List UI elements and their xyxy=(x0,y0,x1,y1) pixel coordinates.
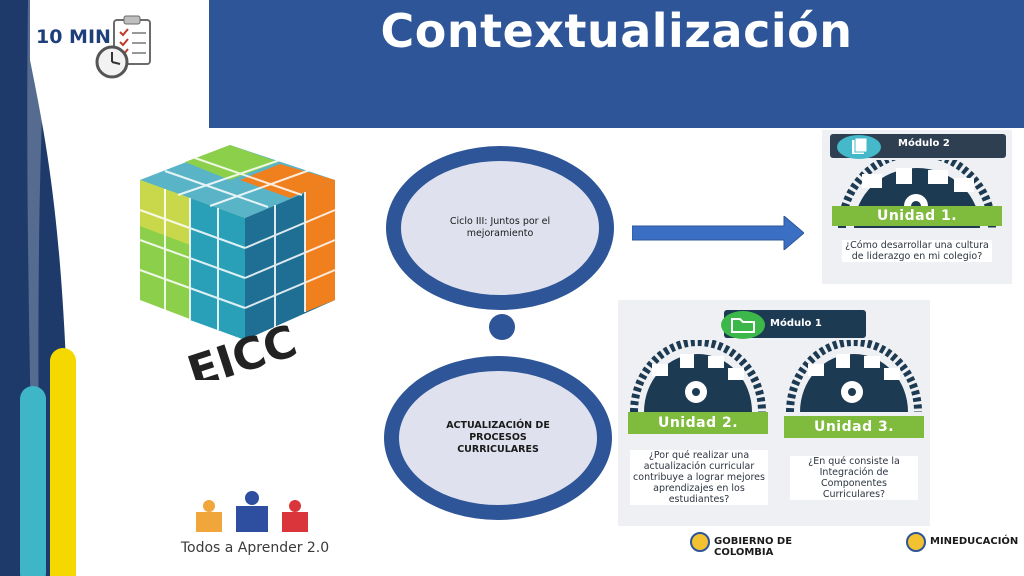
right-arrow-icon xyxy=(632,216,804,250)
ministry-footer: MINEDUCACIÓN xyxy=(900,530,1020,554)
cycle-oval: Ciclo III: Juntos por el mejoramiento xyxy=(386,146,614,310)
gears-screens-icon-2 xyxy=(630,340,766,412)
module-1-card: Módulo 1 Unidad 2. ¿Por qué realizar una… xyxy=(618,300,930,526)
coat-of-arms-icon xyxy=(690,532,710,552)
process-oval: ACTUALIZACIÓN DE PROCESOS CURRICULARES xyxy=(384,356,612,520)
process-label: ACTUALIZACIÓN DE PROCESOS CURRICULARES xyxy=(446,420,550,455)
ministry-label: MINEDUCACIÓN xyxy=(930,536,1019,547)
timer-label: 10 MIN xyxy=(36,26,111,48)
folder-icon xyxy=(721,311,765,339)
books-icon xyxy=(196,491,308,532)
module-2-card: Módulo 2 Unidad 1. ¿Cómo desarrollar una… xyxy=(822,130,1012,284)
module-1-question-a: ¿Por qué realizar una actualización curr… xyxy=(630,450,768,505)
module-1-unit-b: Unidad 3. xyxy=(784,416,924,438)
left-decoration xyxy=(0,0,76,576)
page-title: Contextualización xyxy=(380,4,853,58)
module-2-question: ¿Cómo desarrollar una cultura de lideraz… xyxy=(842,240,992,262)
clock-clipboard-icon xyxy=(95,15,151,79)
connector-dot xyxy=(489,314,515,340)
module-1-tag: Módulo 1 xyxy=(770,318,822,329)
module-1-question-b: ¿En qué consiste la Integración de Compo… xyxy=(790,456,918,500)
module-2-unit: Unidad 1. xyxy=(832,206,1002,226)
ministry-seal-icon xyxy=(906,532,926,552)
gears-screens-icon-3 xyxy=(786,340,922,412)
module-1-unit-a: Unidad 2. xyxy=(628,412,768,434)
document-icon xyxy=(837,135,881,159)
cycle-label: Ciclo III: Juntos por el mejoramiento xyxy=(449,216,551,239)
gov-footer: GOBIERNO DE COLOMBIA xyxy=(690,530,850,558)
module-2-tag: Módulo 2 xyxy=(898,138,950,149)
todos-label: Todos a Aprender 2.0 xyxy=(180,540,330,556)
todos-a-aprender-logo: Todos a Aprender 2.0 xyxy=(180,490,330,570)
gov-label: GOBIERNO DE COLOMBIA xyxy=(714,536,793,558)
header-bar xyxy=(209,0,1024,128)
eicc-cube-logo: EICC xyxy=(139,145,336,380)
